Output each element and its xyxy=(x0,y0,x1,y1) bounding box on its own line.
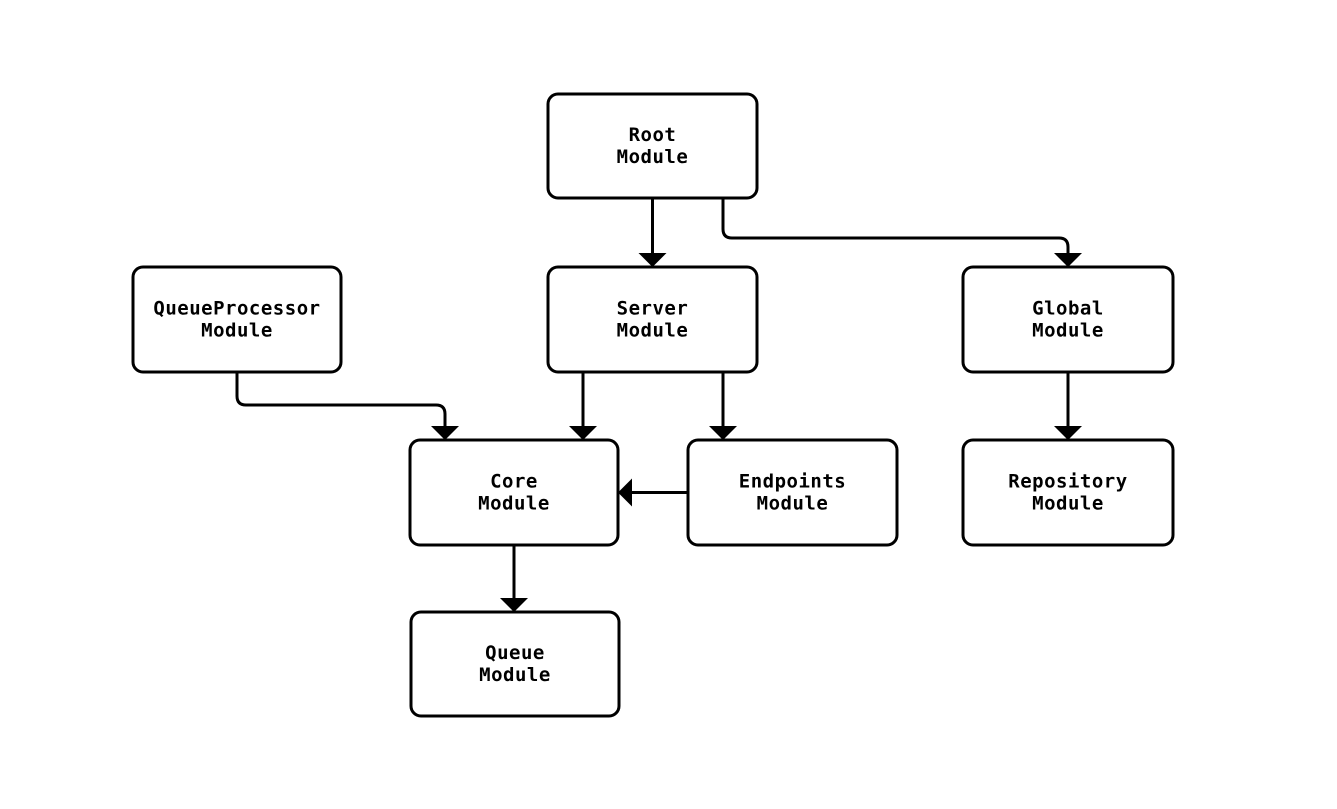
node-box-root xyxy=(546,92,759,200)
node-box-queue xyxy=(409,610,621,718)
node-box-global xyxy=(961,265,1175,374)
node-box-endpoints xyxy=(686,438,899,547)
node-box-repository xyxy=(961,438,1175,547)
edges-layer xyxy=(235,198,1082,612)
node-box-queueprocessor xyxy=(131,265,343,374)
node-box-server xyxy=(546,265,759,374)
node-box-core xyxy=(408,438,620,547)
edge-queueprocessor-to-core xyxy=(235,372,459,440)
edge-root-to-global xyxy=(721,198,1082,267)
